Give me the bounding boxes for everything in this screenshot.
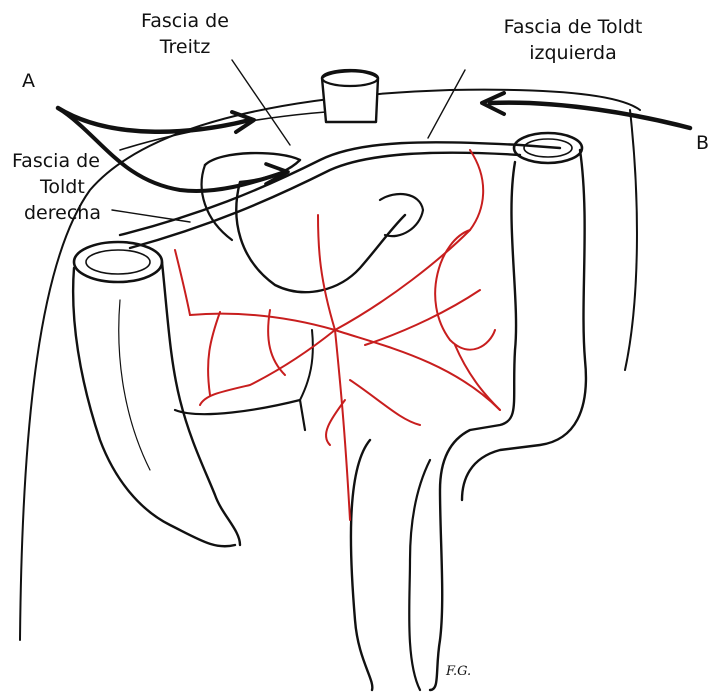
label-fascia-toldt-izquierda-line2: izquierda — [478, 40, 668, 66]
label-fascia-toldt-derecha-line2: Toldt — [2, 174, 142, 200]
label-a: A — [22, 68, 35, 94]
arrow-b-path — [490, 103, 690, 128]
label-fascia-toldt-derecha-line3: derecha — [2, 200, 142, 226]
label-fascia-toldt-izquierda-line1: Fascia de Toldt — [478, 14, 668, 40]
descending-colon — [430, 162, 516, 690]
mesenteric-vessels — [175, 150, 500, 520]
hepatic-flexure-lumen — [74, 242, 162, 282]
label-fascia-toldt-derecha: Fascia de Toldt derecha — [2, 148, 142, 226]
leader-treitz — [232, 60, 290, 145]
label-b: B — [696, 130, 709, 156]
label-fascia-treitz-line2: Treitz — [118, 34, 252, 60]
sigmoid-left — [351, 440, 372, 690]
artist-signature: F.G. — [446, 664, 471, 679]
label-fascia-toldt-derecha-line1: Fascia de — [2, 148, 142, 174]
label-fascia-treitz: Fascia de Treitz — [118, 8, 252, 60]
duodenal-loop — [205, 153, 405, 292]
leader-toldt-izquierda — [428, 70, 465, 138]
aorta — [322, 71, 378, 122]
ascending-colon — [73, 268, 235, 546]
label-fascia-toldt-izquierda: Fascia de Toldt izquierda — [478, 14, 668, 66]
abdominal-wall-right — [625, 110, 637, 370]
jejunum-stump — [380, 194, 423, 236]
label-fascia-treitz-line1: Fascia de — [118, 8, 252, 34]
